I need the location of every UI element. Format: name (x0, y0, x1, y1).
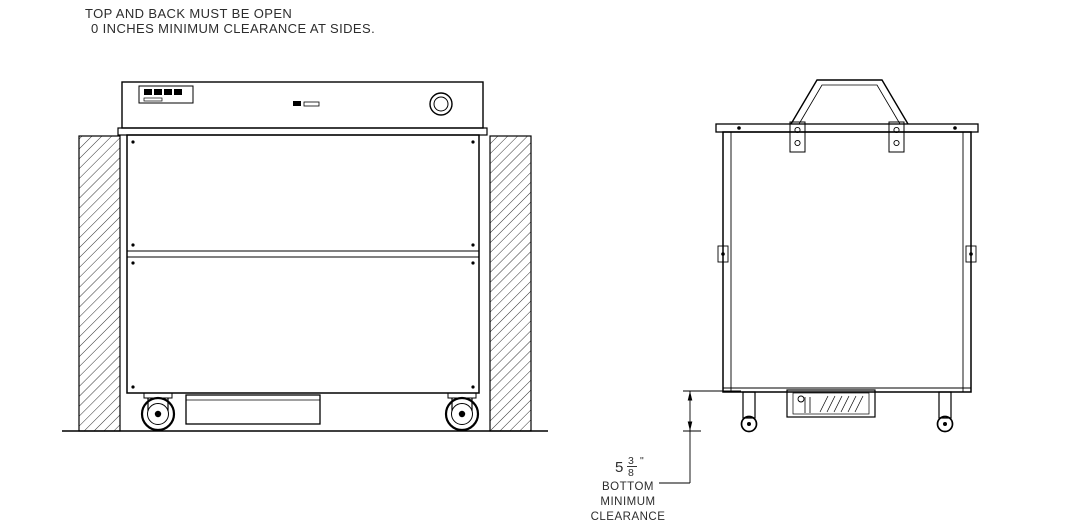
rail-bolt-left (737, 126, 741, 130)
screw-dot (471, 140, 475, 144)
hinge-left (789, 121, 806, 153)
grille-line (840, 395, 850, 413)
caster-hub (154, 410, 162, 418)
caster-hub (458, 410, 466, 418)
side-body (722, 131, 972, 393)
panel-key (174, 89, 182, 95)
panel-key (154, 89, 162, 95)
lid-inner (798, 84, 901, 125)
cabinet-body (126, 134, 480, 394)
rail-bolt-right (953, 126, 957, 130)
screw-dot (131, 385, 135, 389)
panel-key (144, 89, 152, 95)
compartment-frame (786, 389, 876, 418)
caster-rim (147, 403, 169, 425)
screw-dot (471, 261, 475, 265)
grille-line (847, 395, 857, 413)
latch-pin (969, 252, 973, 256)
control-panel (138, 85, 194, 104)
open-lid (790, 79, 909, 125)
screw-dots (131, 140, 475, 389)
control-panel-frame (138, 85, 194, 104)
dimension-unit: " (640, 455, 644, 467)
vent-block (293, 101, 301, 106)
screw-dot (471, 385, 475, 389)
leg-post (742, 391, 756, 419)
bottom-clearance-dimension: 5 3 8 " BOTTOM MINIMUM CLEARANCE (591, 390, 741, 523)
counter-lip (117, 127, 488, 136)
hinge-bracket (789, 121, 806, 153)
leg-post (938, 391, 952, 419)
label-minimum: MINIMUM (600, 496, 655, 508)
caster-front-left (140, 392, 176, 432)
hood-outline (121, 81, 484, 129)
leg-wheel (740, 415, 758, 433)
thermometer-dial (429, 92, 453, 116)
dial-inner (433, 96, 449, 112)
grille-line (826, 395, 836, 413)
arrowhead-down (687, 421, 693, 431)
right-latch (965, 245, 977, 263)
bottom-recess-panel (185, 394, 321, 425)
leg-right (936, 391, 954, 433)
latch-body (965, 245, 977, 263)
left-wall-hatched (78, 135, 121, 432)
top-rail (715, 123, 979, 133)
dimension-denominator: 8 (628, 467, 634, 479)
hinge-pin (794, 139, 801, 147)
caster-wheel (444, 396, 480, 432)
dimension-label: BOTTOM MINIMUM CLEARANCE (591, 481, 666, 523)
note-side-clearance: 0 INCHES MINIMUM CLEARANCE AT SIDES. (91, 21, 375, 36)
lid-outer (790, 79, 909, 125)
latch-pin (721, 252, 725, 256)
note-top-back-open: TOP AND BACK MUST BE OPEN (85, 6, 292, 21)
bottom-compartment (786, 389, 876, 418)
compartment-inner (792, 392, 870, 415)
panel-key (164, 89, 172, 95)
front-unit (117, 81, 488, 432)
grille-line (833, 395, 843, 413)
leg-left (740, 391, 758, 433)
recess-frame (185, 394, 321, 425)
caster-front-right (444, 392, 480, 432)
leg-hub (943, 422, 947, 426)
screw-dot (471, 243, 475, 247)
label-bottom: BOTTOM (602, 481, 654, 493)
compartment-grille (819, 395, 864, 413)
left-latch (717, 245, 729, 263)
side-view (715, 79, 979, 433)
leg-wheel (936, 415, 954, 433)
dimension-whole: 5 (615, 459, 623, 476)
drain-fitting (797, 395, 805, 403)
panel-slot (143, 97, 163, 102)
screw-dot (131, 140, 135, 144)
dimension-value: 5 3 8 " (615, 455, 644, 479)
notes: TOP AND BACK MUST BE OPEN 0 INCHES MINIM… (85, 6, 375, 36)
screw-dot (131, 243, 135, 247)
dial-outer (429, 92, 453, 116)
hinge-pin (893, 139, 900, 147)
right-wall-hatched (489, 135, 532, 432)
label-clearance: CLEARANCE (591, 511, 666, 523)
arrowhead-up (687, 391, 693, 401)
dimension-numerator: 3 (628, 455, 634, 467)
screw-dot (131, 261, 135, 265)
hinge-right (888, 121, 905, 153)
grille-line (819, 395, 829, 413)
caster-rim (451, 403, 473, 425)
vent-slot (303, 101, 320, 107)
grille-line (854, 395, 864, 413)
caster-wheel (140, 396, 176, 432)
leg-hub (747, 422, 751, 426)
hinge-bracket (888, 121, 905, 153)
front-view (62, 81, 548, 432)
latch-body (717, 245, 729, 263)
center-vent (293, 101, 320, 107)
